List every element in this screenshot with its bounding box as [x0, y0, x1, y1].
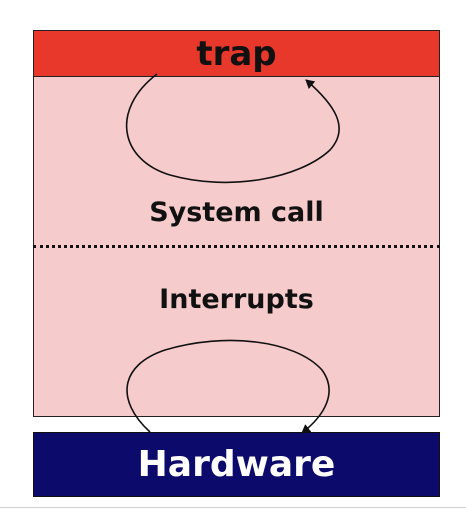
system-call-label: System call — [149, 197, 324, 228]
hardware-label: Hardware — [137, 443, 336, 485]
system-call-loop-arrow — [125, 73, 340, 184]
trap-label: trap — [196, 33, 277, 74]
hardware-box — [33, 432, 440, 497]
dotted-divider — [33, 245, 440, 248]
interrupts-label: Interrupts — [159, 284, 314, 315]
interrupt-loop-arrow — [126, 339, 330, 434]
trap-box — [33, 30, 440, 77]
page-bottom-rule — [0, 507, 466, 508]
